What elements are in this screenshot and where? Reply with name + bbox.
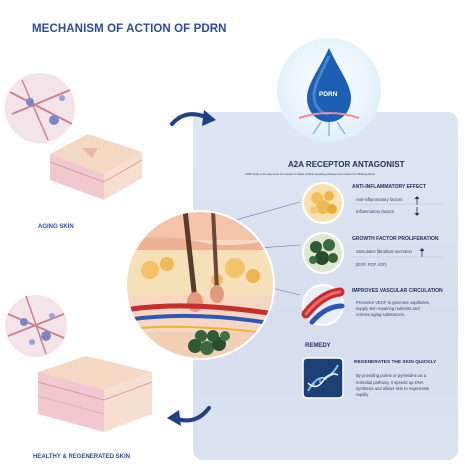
effect-line-nutrients: supply skin repairing nutrients and xyxy=(356,306,420,311)
curved-arrow-bottom-icon xyxy=(167,406,211,426)
effect-heading-growth-factor: GROWTH FACTOR PROLIFERATION xyxy=(352,236,439,242)
blood-vessel-icon xyxy=(301,284,345,326)
effect-heading-anti-inflammatory: ANTI-INFLAMMATORY EFFECT xyxy=(352,184,426,190)
fat-cell-icon xyxy=(302,182,344,224)
divider-1 xyxy=(352,203,444,205)
dna-icon xyxy=(302,357,344,399)
remedy-line-4: rapidly xyxy=(356,392,369,397)
remedy-heading: REMEDY xyxy=(305,343,331,349)
growth-factor-cells-icon xyxy=(302,232,344,274)
effect-line-aging-substances: remove aging substances. xyxy=(356,312,405,317)
effect-line-vegf: Promotes VEGF to generate capillaries, xyxy=(356,300,430,305)
effect-line-growth-factors: (EGF, FGF, IGF) xyxy=(356,262,387,267)
a2a-subtext: PDRN binds to the adenosine A2 receptor … xyxy=(245,173,376,176)
curved-arrow-top-icon xyxy=(170,110,216,126)
aging-skin-label: AGING SKIN xyxy=(38,224,74,230)
remedy-line-2: remedial pathway, it speeds up DNA xyxy=(356,380,424,385)
aging-skin-illustration xyxy=(3,71,143,200)
healthy-skin-label: HEALTHY & REGENERATED SKIN xyxy=(33,454,131,460)
divider-2 xyxy=(352,256,444,258)
effect-line-anti-inflammatory-factors: Anti-inflammatory factors xyxy=(356,197,403,202)
healthy-skin-illustration xyxy=(3,293,153,432)
remedy-line-1: By providing purine or pyrimidine as a xyxy=(356,373,427,378)
remedy-line-3: synthesis and allows skin to regenerate xyxy=(356,386,430,391)
a2a-heading: A2A RECEPTOR ANTAGONIST xyxy=(288,160,405,169)
arrow-down-icon xyxy=(414,207,420,216)
pdrn-drop-label: PDRN xyxy=(319,91,338,98)
pdrn-drop-icon xyxy=(298,48,360,136)
skin-cross-section-illustration xyxy=(125,210,275,360)
page-title: MECHANISM OF ACTION OF PDRN xyxy=(32,23,227,35)
effect-heading-vascular: IMPROVES VASCULAR CIRCULATION xyxy=(352,288,443,294)
effect-line-inflammatory-factors: Inflammatory factors xyxy=(356,209,394,214)
remedy-subheading: REGENERATES THE SKIN QUICKLY xyxy=(354,360,437,365)
effect-line-stimulates-fibroblast: Stimulates fibroblast secretion xyxy=(356,249,412,254)
arrow-up-icon xyxy=(419,248,425,257)
